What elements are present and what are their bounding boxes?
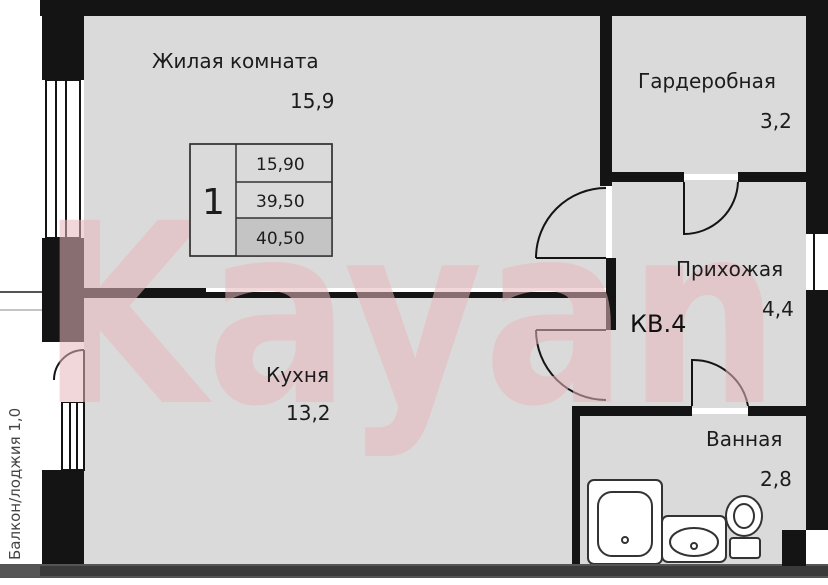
living-room-floor <box>84 16 606 288</box>
balcony-label: Балкон/лоджия 1,0 <box>6 408 24 560</box>
watermark-text: Kayan <box>40 170 780 461</box>
kitchen-floor <box>84 298 572 566</box>
wardrobe-floor <box>612 16 806 174</box>
kitchen-name: Кухня <box>266 363 329 387</box>
left-wall-mid <box>42 238 84 342</box>
sink-icon <box>661 515 727 563</box>
bottom-right-post <box>782 530 806 566</box>
wall-living-wardrobe <box>600 16 612 186</box>
right-wall-lower <box>806 290 828 530</box>
area-legend: 1 15,90 39,50 40,50 <box>189 143 333 257</box>
door-bathroom <box>691 358 749 407</box>
balcony-outline <box>0 291 42 311</box>
left-wall-bottom <box>42 470 84 570</box>
balcony-door <box>42 342 85 402</box>
legend-total-area-balcony: 40,50 <box>256 229 305 249</box>
window-hallway <box>806 234 828 290</box>
toilet-icon <box>725 495 763 559</box>
kitchen-area: 13,2 <box>286 401 331 425</box>
apartment-label: КВ.4 <box>630 310 686 338</box>
wall-wardrobe-bottom-left <box>612 172 684 182</box>
wardrobe-name: Гардеробная <box>638 69 776 93</box>
door-kitchen <box>535 329 607 401</box>
partition-living-kitchen-thin <box>206 292 612 298</box>
bottom-wall-inner <box>40 566 828 576</box>
partition-living-kitchen <box>84 288 206 298</box>
living-room-area: 15,9 <box>290 89 335 113</box>
right-wall <box>806 0 828 234</box>
living-room-name: Жилая комната <box>152 49 319 73</box>
wardrobe-area: 3,2 <box>760 109 792 133</box>
wall-bath-top-right <box>748 406 806 416</box>
window-living <box>45 79 81 239</box>
bathtub-icon <box>587 479 663 565</box>
legend-living-area: 15,90 <box>256 155 305 175</box>
legend-rooms-count: 1 <box>202 182 225 223</box>
hallway-floor <box>612 180 806 408</box>
door-wardrobe <box>683 181 739 236</box>
wall-bath-left <box>572 406 580 570</box>
bathroom-area: 2,8 <box>760 467 792 491</box>
wall-wardrobe-bottom-right <box>738 172 806 182</box>
wall-hallway-post <box>606 258 616 330</box>
legend-total-with-balcony-cell <box>236 218 332 256</box>
door-living <box>535 187 607 259</box>
top-wall <box>40 0 828 16</box>
legend-total-area: 39,50 <box>256 192 305 212</box>
hallway-area: 4,4 <box>762 297 794 321</box>
wall-bath-top-left <box>572 406 692 416</box>
bathroom-name: Ванная <box>706 427 782 451</box>
left-wall-top <box>42 0 84 80</box>
hallway-name: Прихожая <box>676 257 783 281</box>
